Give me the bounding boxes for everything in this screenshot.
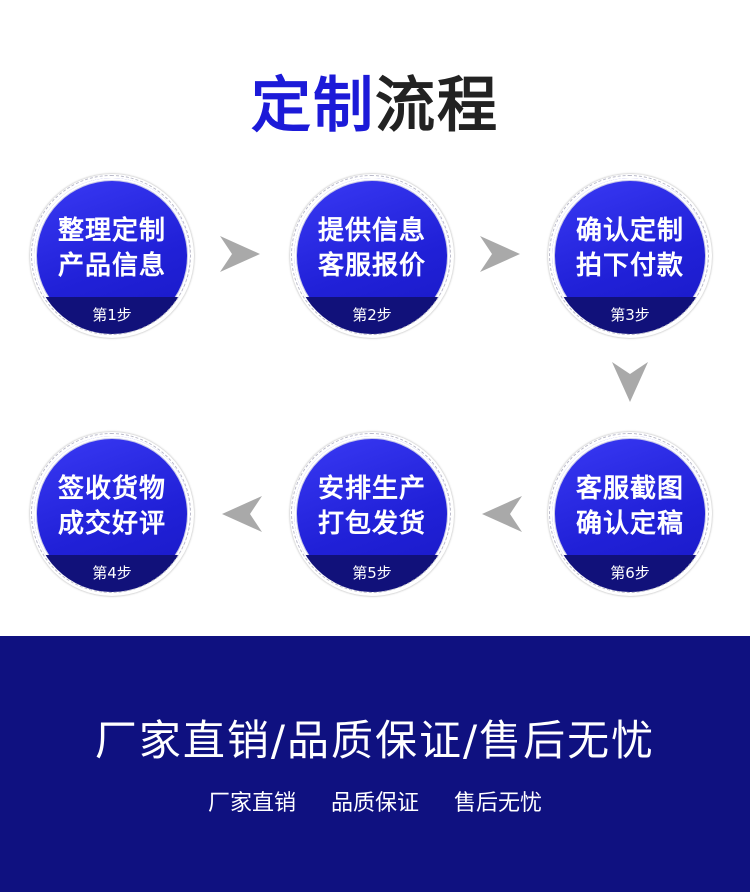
- arrow-left-icon: [222, 496, 262, 532]
- step-1: 整理定制 产品信息 第1步: [30, 174, 194, 338]
- step-disc: 安排生产 打包发货 第5步: [294, 436, 450, 592]
- arrow-down-icon: [612, 362, 648, 402]
- step-disc: 客服截图 确认定稿 第6步: [552, 436, 708, 592]
- step-4: 签收货物 成交好评 第4步: [30, 432, 194, 596]
- step-band: [34, 297, 190, 334]
- step-label: 第1步: [92, 306, 132, 324]
- step-disc: 确认定制 拍下付款 第3步: [552, 178, 708, 334]
- step-label: 第2步: [352, 306, 392, 324]
- step-line-2: 成交好评: [57, 509, 166, 539]
- step-line-1: 提供信息: [317, 216, 426, 246]
- step-line-2: 确认定稿: [575, 509, 684, 539]
- footer-sub-item: 售后无忧: [454, 791, 543, 816]
- step-band: [552, 555, 708, 592]
- title-rest: 流程: [375, 71, 499, 141]
- step-band: [34, 555, 190, 592]
- step-line-1: 客服截图: [575, 474, 684, 504]
- step-line-2: 客服报价: [317, 251, 426, 281]
- step-6: 客服截图 确认定稿 第6步: [548, 432, 712, 596]
- step-label: 第5步: [352, 564, 392, 582]
- arrow-left-icon: [482, 496, 522, 532]
- title-accent: 定制: [251, 71, 375, 141]
- step-disc: 签收货物 成交好评 第4步: [34, 436, 190, 592]
- step-line-1: 确认定制: [575, 216, 684, 246]
- arrow-right-icon: [480, 236, 520, 272]
- step-label: 第3步: [610, 306, 650, 324]
- footer-subline: 厂家直销 品质保证 售后无忧: [0, 790, 750, 818]
- footer-banner: 厂家直销/品质保证/售后无忧 厂家直销 品质保证 售后无忧: [0, 636, 750, 892]
- step-disc: 整理定制 产品信息 第1步: [34, 178, 190, 334]
- step-line-2: 打包发货: [317, 509, 426, 539]
- step-disc: 提供信息 客服报价 第2步: [294, 178, 450, 334]
- step-line-1: 整理定制: [57, 216, 166, 246]
- step-label: 第4步: [92, 564, 132, 582]
- arrow-right-icon: [220, 236, 260, 272]
- page-title: 定制流程: [0, 66, 750, 146]
- step-band: [294, 297, 450, 334]
- step-2: 提供信息 客服报价 第2步: [290, 174, 454, 338]
- step-line-2: 拍下付款: [575, 251, 684, 281]
- step-band: [552, 297, 708, 334]
- footer-slogan: 厂家直销/品质保证/售后无忧: [94, 716, 656, 765]
- step-label: 第6步: [610, 564, 650, 582]
- footer-sub-item: 品质保证: [330, 791, 419, 816]
- footer-sub-item: 厂家直销: [207, 791, 296, 816]
- step-line-2: 产品信息: [57, 251, 166, 281]
- step-line-1: 安排生产: [317, 474, 426, 504]
- step-line-1: 签收货物: [57, 474, 166, 504]
- step-5: 安排生产 打包发货 第5步: [290, 432, 454, 596]
- step-band: [294, 555, 450, 592]
- step-3: 确认定制 拍下付款 第3步: [548, 174, 712, 338]
